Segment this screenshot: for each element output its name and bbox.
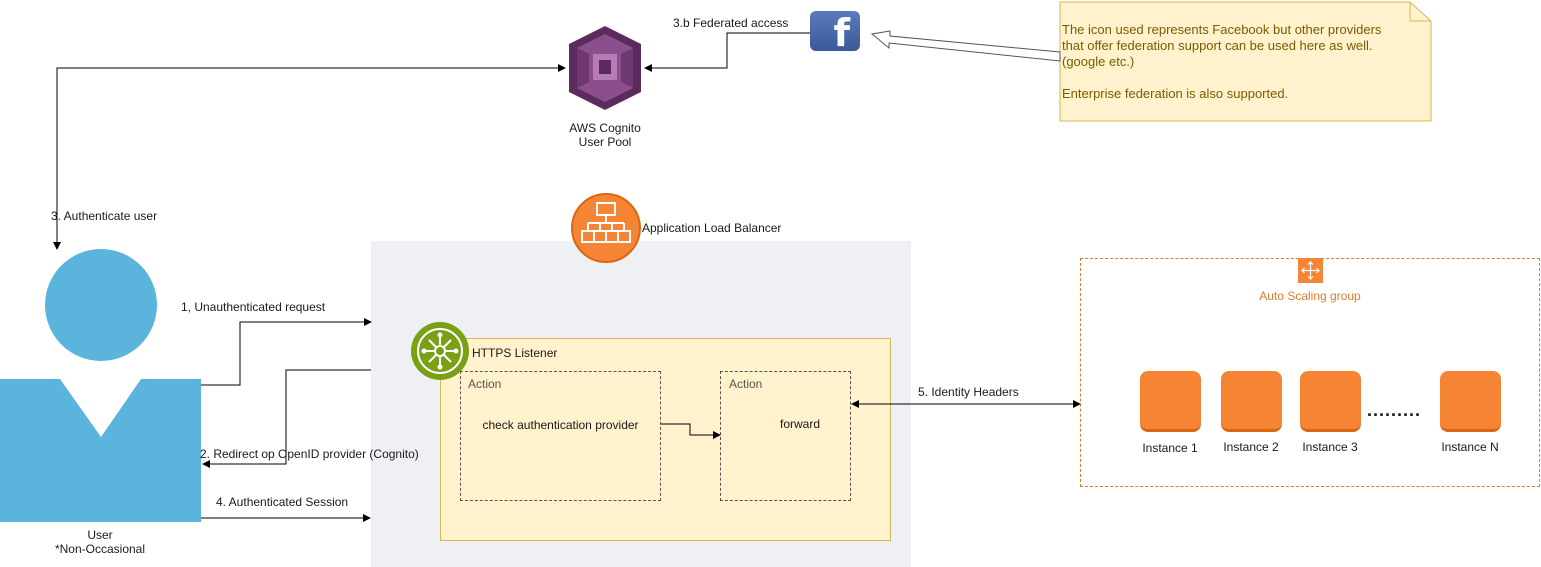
action1-text: check authentication provider (482, 418, 639, 432)
action1-title: Action (468, 377, 502, 391)
user-label-line2: *Non-Occasional (54, 542, 146, 556)
note-line1: The icon used represents Facebook but ot… (1062, 22, 1382, 37)
user-icon (0, 249, 201, 522)
asg-label: Auto Scaling group (1259, 289, 1361, 303)
cognito-label-line2: User Pool (578, 135, 632, 149)
federated-access-label: 3.b Federated access (673, 16, 789, 30)
facebook-icon: f (810, 11, 860, 52)
note-line2: that offer federation support can be use… (1062, 38, 1373, 53)
step-auth-session-label: 4. Authenticated Session (216, 495, 349, 509)
instance-n-icon (1440, 371, 1501, 432)
instance-ellipsis: ......... (1367, 400, 1422, 420)
step-identity-headers-label: 5. Identity Headers (918, 385, 1019, 399)
instance-2-icon (1221, 371, 1282, 432)
note-pointer-arrow (870, 30, 1061, 62)
action2-title: Action (729, 377, 763, 391)
instance-3-icon (1300, 371, 1361, 432)
user-label-line1: User (87, 528, 113, 542)
step-unauth-request-label: 1, Unauthenticated request (181, 300, 326, 314)
instance-2-label: Instance 2 (1223, 440, 1279, 454)
cognito-label-line1: AWS Cognito (569, 121, 641, 135)
step-authenticate-label: 3. Authenticate user (51, 209, 158, 223)
cognito-icon (569, 26, 641, 110)
load-balancer-icon (571, 193, 641, 263)
listener-icon (411, 322, 469, 380)
alb-label: Application Load Balancer (642, 221, 782, 235)
action-box-check (460, 371, 661, 501)
edge-unauthenticated-request (201, 318, 372, 386)
instance-1-icon (1140, 371, 1201, 432)
instance-1-label: Instance 1 (1142, 441, 1198, 455)
edge-federated-access (644, 32, 810, 72)
auto-scaling-icon (1298, 258, 1323, 283)
instance-3-label: Instance 3 (1302, 440, 1358, 454)
step-redirect-label: 2. Redirect op OpenID provider (Cognito) (200, 447, 419, 461)
instance-n-label: Instance N (1441, 440, 1499, 454)
note-line3: (google etc.) (1062, 54, 1135, 69)
listener-label: HTTPS Listener (472, 346, 558, 360)
note-line4: Enterprise federation is also supported. (1062, 86, 1289, 101)
action2-text: forward (779, 417, 820, 431)
